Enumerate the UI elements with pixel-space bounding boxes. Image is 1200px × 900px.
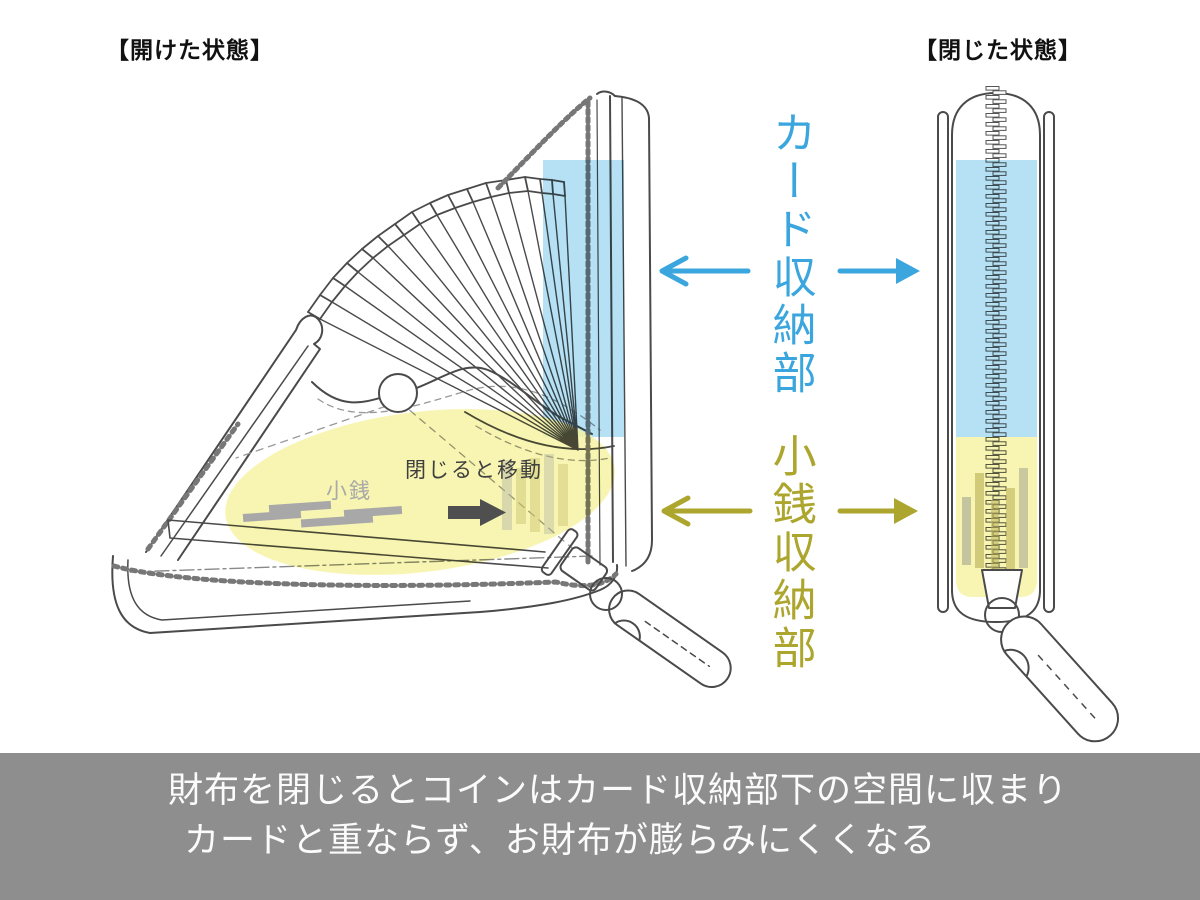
closed-wallet-zipper-slider (981, 569, 1120, 743)
coin-annotation: 小銭 (326, 480, 372, 503)
closed-state-title: 【閉じた状態】 (914, 37, 1082, 63)
closed-card-area-highlight (956, 160, 1037, 437)
card-arrow-left (659, 255, 751, 287)
coin-section-arrows (661, 495, 918, 527)
closed-wallet-gussets (937, 111, 1055, 613)
card-area-highlight (543, 160, 624, 437)
coins-flat (242, 500, 403, 528)
coin-arrow-left (661, 495, 753, 527)
card-fan-outer-edge (307, 176, 565, 313)
card-arrow-right (837, 258, 920, 284)
open-wallet-highlights (225, 160, 624, 575)
card-section-arrows (659, 255, 920, 287)
card-section-label: カード収納部 (765, 110, 815, 398)
coin-arrow-right (837, 498, 918, 524)
open-wallet-illustration (111, 90, 732, 688)
coin-area-highlight (225, 409, 615, 575)
caption-line-2: カードと重ならず、お財布が膨らみにくくなる (184, 821, 937, 860)
open-wallet-pull-tab (608, 589, 732, 688)
open-wallet-zipper-slider (540, 528, 732, 688)
move-when-closed-annotation: 閉じると移動 (405, 459, 543, 482)
coin-section-label: 小銭収納部 (765, 433, 815, 673)
open-state-title: 【開けた状態】 (106, 37, 274, 63)
closed-wallet-pull-tab (1000, 615, 1120, 743)
coin-move-arrow (448, 499, 506, 526)
caption-bar: 財布を閉じるとコインはカード収納部下の空間に収まり カードと重ならず、お財布が膨… (0, 753, 1200, 900)
closed-wallet-coins (962, 468, 1028, 575)
coins-standing-ghost (502, 454, 568, 534)
caption-line-1: 財布を閉じるとコインはカード収納部下の空間に収まり (168, 771, 1069, 810)
